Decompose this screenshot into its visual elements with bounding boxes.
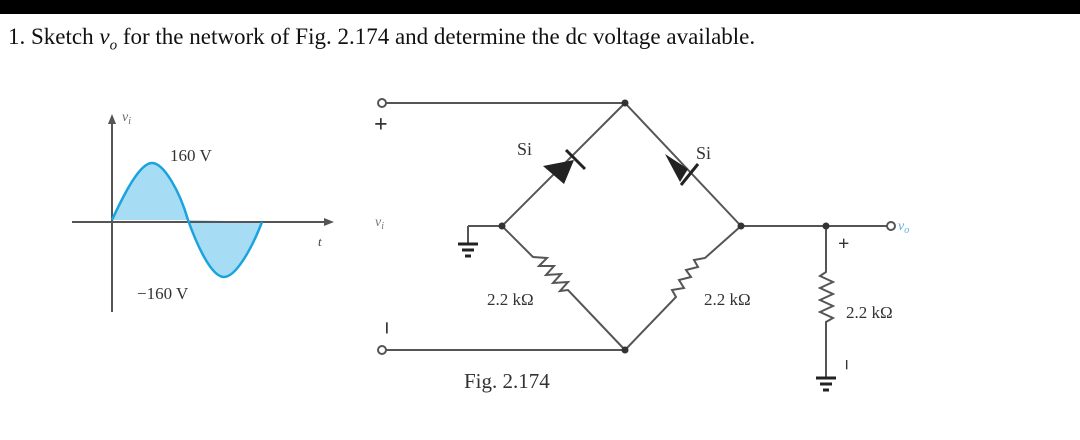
problem-text-after: for the network of Fig. 2.174 and determ… — [122, 24, 756, 49]
waveform-curve — [110, 161, 264, 279]
time-axis-label: t — [318, 234, 322, 249]
input-terminal-top — [377, 98, 387, 108]
node-right — [737, 222, 745, 230]
ground-load-icon — [816, 376, 836, 392]
problem-number: 1. — [8, 24, 26, 49]
bridge-circuit — [377, 98, 896, 378]
diode-right — [665, 154, 700, 186]
resistor-right-label: 2.2 kΩ — [704, 290, 751, 309]
resistor-load — [817, 226, 836, 378]
output-terminal — [886, 221, 896, 231]
output-plus-label: + — [838, 233, 849, 255]
resistor-right — [624, 225, 742, 351]
input-vi-label: vi — [375, 215, 384, 232]
node-load — [822, 222, 830, 230]
vi-axis-arrow-icon — [108, 114, 116, 124]
diode-left — [543, 148, 587, 184]
peak-label: 160 V — [170, 146, 212, 165]
node-left — [498, 222, 506, 230]
problem-statement: 1. Sketch vo for the network of Fig. 2.1… — [8, 24, 755, 55]
resistor-left — [501, 225, 626, 351]
node-top — [621, 99, 629, 107]
problem-text-before: Sketch — [31, 24, 94, 49]
output-minus-label: − — [835, 359, 857, 370]
diode-left-triangle-icon — [543, 160, 574, 184]
resistor-load-label: 2.2 kΩ — [846, 303, 893, 322]
top-bar — [0, 0, 1080, 14]
figure-caption: Fig. 2.174 — [464, 369, 550, 393]
trough-label: −160 V — [137, 284, 189, 303]
input-minus-label: − — [373, 321, 399, 335]
diode-right-triangle-icon — [665, 154, 688, 182]
node-bottom — [621, 346, 629, 354]
output-variable: vo — [99, 24, 118, 54]
input-plus-label: + — [374, 112, 388, 138]
diode-left-bar — [564, 148, 587, 171]
input-waveform: vi t 160 V −160 V — [72, 110, 334, 312]
wire-top-right-arm — [624, 102, 742, 227]
output-vo-label: vo — [898, 219, 909, 236]
diode-right-bar — [679, 163, 700, 186]
time-axis-arrow-icon — [324, 218, 334, 226]
diode-left-label: Si — [517, 139, 532, 159]
ground-left-icon — [458, 242, 478, 258]
resistor-left-label: 2.2 kΩ — [487, 290, 534, 309]
diode-right-label: Si — [696, 143, 711, 163]
input-terminal-bottom — [377, 345, 387, 355]
vi-axis-label: vi — [122, 110, 131, 127]
waveform-negative-fill — [188, 220, 262, 277]
